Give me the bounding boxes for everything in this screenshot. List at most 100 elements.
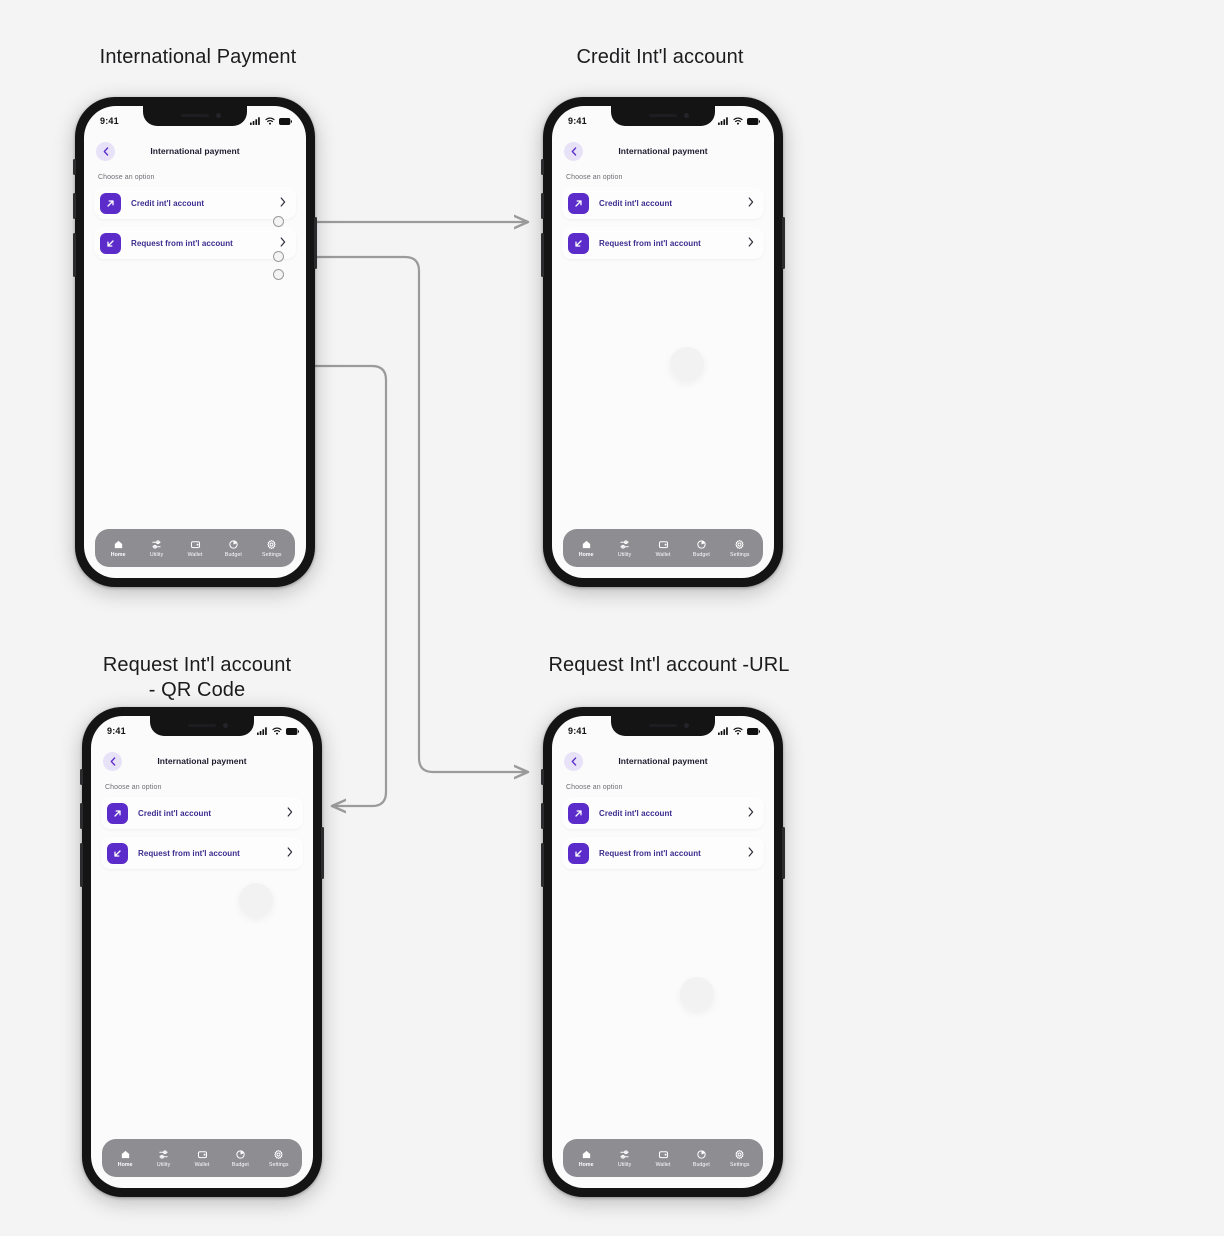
screen-international-payment: 9:41 [84,106,306,578]
budget-icon [229,539,238,549]
back-button[interactable] [564,751,583,771]
back-button[interactable] [564,141,583,161]
app-header: International payment [552,742,774,776]
option-request-from-intl-account[interactable]: Request from int'l account [94,227,296,259]
silent-switch[interactable] [80,769,83,785]
tab-settings[interactable]: Settings [721,539,759,558]
flow-node-third[interactable] [273,269,284,280]
tab-home[interactable]: Home [567,539,605,558]
tab-home[interactable]: Home [567,1149,605,1168]
app-header: International payment [84,132,306,166]
tab-label: Wallet [655,551,671,558]
section-label: Choose an option [98,174,155,181]
tab-budget[interactable]: Budget [682,1149,720,1168]
tab-utility[interactable]: Utility [144,1149,182,1168]
silent-switch[interactable] [541,159,544,175]
option-credit-intl-account[interactable]: Credit int'l account [562,797,764,829]
options-list: Credit int'l account Request from int'l … [552,797,774,869]
tab-utility[interactable]: Utility [137,539,175,558]
back-button[interactable] [96,141,115,161]
power-button[interactable] [321,827,324,879]
home-icon [121,1150,129,1158]
option-credit-intl-account[interactable]: Credit int'l account [562,187,764,219]
tab-utility[interactable]: Utility [605,1149,643,1168]
option-label: Request from int'l account [138,848,240,858]
screen-title-request-intl-qr: Request Int'l account - QR Code [102,654,292,701]
tab-wallet[interactable]: Wallet [644,539,682,558]
app-title: International payment [618,146,708,156]
tab-wallet[interactable]: Wallet [644,1149,682,1168]
settings-gear-icon [735,539,744,549]
budget-icon [697,1149,706,1159]
tab-home[interactable]: Home [106,1149,144,1168]
tab-settings[interactable]: Settings [721,1149,759,1168]
option-request-from-intl-account[interactable]: Request from int'l account [101,837,303,869]
earpiece-speaker [188,724,216,727]
option-credit-intl-account[interactable]: Credit int'l account [101,797,303,829]
silent-switch[interactable] [541,769,544,785]
tab-label: Budget [692,1161,710,1168]
tab-budget[interactable]: Budget [682,539,720,558]
arrow-down-left-icon [568,842,589,864]
screen-title-request-intl-url: Request Int'l account -URL [548,654,790,676]
tab-wallet[interactable]: Wallet [176,539,214,558]
back-chevron-icon [571,146,576,156]
settings-gear-icon [267,539,276,549]
flow-node-request[interactable] [273,251,284,262]
screen-body: Home Utility [552,869,774,1188]
tab-budget[interactable]: Budget [214,539,252,558]
chevron-right-icon [280,234,286,252]
tab-budget[interactable]: Budget [221,1149,259,1168]
status-icons [718,117,760,125]
back-button[interactable] [103,751,122,771]
status-bar: 9:41 [91,716,313,742]
power-button[interactable] [782,827,785,879]
option-request-from-intl-account[interactable]: Request from int'l account [562,837,764,869]
arrow-down-left-icon [107,842,128,864]
utility-icon [152,539,161,549]
tab-home[interactable]: Home [99,539,137,558]
tap-indicator [670,347,704,381]
option-label: Credit int'l account [131,198,205,208]
power-button[interactable] [314,217,317,269]
option-label: Credit int'l account [599,198,673,208]
tab-settings[interactable]: Settings [260,1149,298,1168]
wifi-icon [272,727,282,735]
tab-label: Home [578,1161,594,1168]
tab-label: Budget [224,551,242,558]
option-label: Request from int'l account [599,238,701,248]
silent-switch[interactable] [73,159,76,175]
power-button[interactable] [782,217,785,269]
option-credit-intl-account[interactable]: Credit int'l account [94,187,296,219]
back-chevron-icon [110,756,115,766]
section-label: Choose an option [105,784,162,791]
tab-label: Budget [692,551,710,558]
section-label: Choose an option [566,174,623,181]
phone-frame-request-intl-qr: 9:41 [80,707,324,1197]
chevron-right-icon [287,804,293,822]
status-icons [250,117,292,125]
option-label: Credit int'l account [599,808,673,818]
tab-label: Wallet [187,551,203,558]
utility-icon [159,1149,168,1159]
tab-utility[interactable]: Utility [605,539,643,558]
bottom-tab-bar: Home Utility [563,529,763,567]
earpiece-speaker [649,724,677,727]
chevron-right-icon [748,804,754,822]
status-time: 9:41 [568,726,587,736]
status-time: 9:41 [107,726,126,736]
tab-settings[interactable]: Settings [253,539,291,558]
signal-icon [250,117,260,125]
tab-label: Home [578,551,594,558]
tab-label: Settings [730,551,750,558]
option-request-from-intl-account[interactable]: Request from int'l account [562,227,764,259]
app-title: International payment [150,146,240,156]
signal-icon [257,727,267,735]
wallet-icon [658,540,668,548]
flow-node-credit[interactable] [273,216,284,227]
tab-wallet[interactable]: Wallet [183,1149,221,1168]
tap-indicator [239,883,273,917]
signal-icon [718,117,728,125]
settings-gear-icon [735,1149,744,1159]
status-bar: 9:41 [84,106,306,132]
